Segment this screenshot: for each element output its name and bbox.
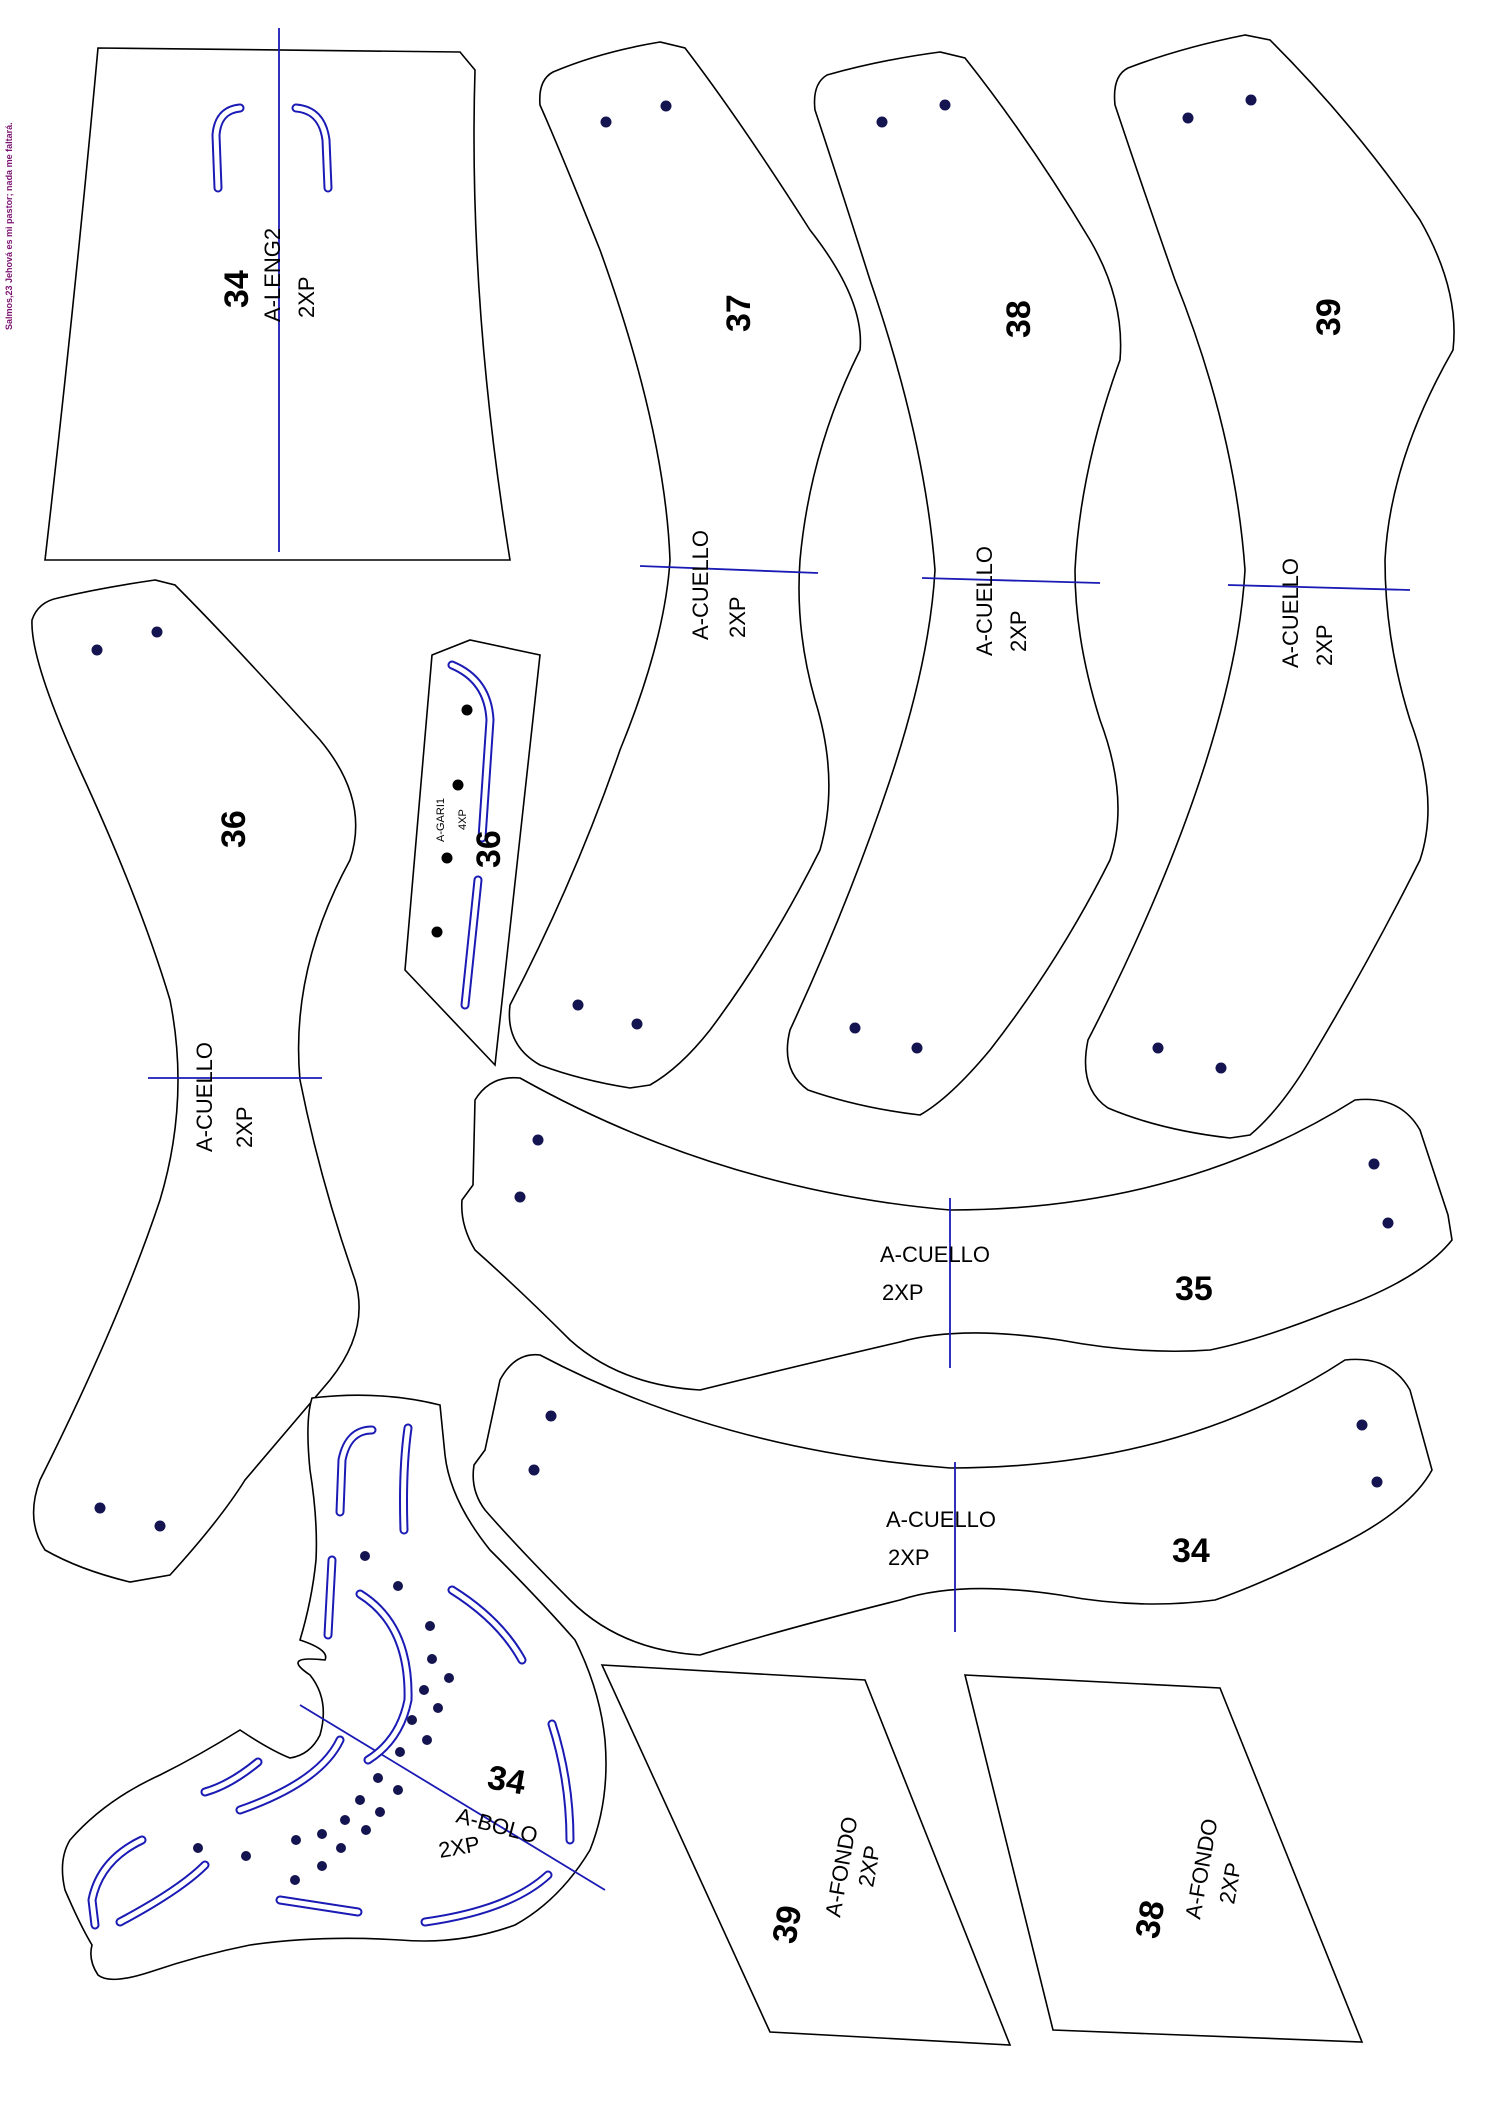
cuello39-size: 39	[1310, 298, 1348, 336]
cuello35-size: 35	[1175, 1270, 1213, 1308]
cuello38-size: 38	[1000, 300, 1038, 338]
cuello36-name: A-CUELLO	[192, 1042, 217, 1152]
gari-size: 36	[470, 830, 508, 868]
bolo-size: 34	[485, 1758, 529, 1802]
cuello38-qty: 2XP	[1006, 610, 1031, 652]
cuello34-name: A-CUELLO	[886, 1507, 996, 1532]
cuello34-qty: 2XP	[888, 1545, 930, 1570]
cuello34-size: 34	[1172, 1532, 1210, 1570]
piece-bolo-34: 34 A-BOLO 2XP	[61, 1394, 607, 1981]
cuello36-size: 36	[215, 810, 253, 848]
piece-leng-34: 34 A-LENG2 2XP	[44, 28, 511, 561]
piece-cuello-38: 38 A-CUELLO 2XP	[786, 51, 1122, 1116]
cuello39-name: A-CUELLO	[1278, 558, 1303, 668]
gari-qty: 4XP	[457, 809, 469, 830]
cuello35-qty: 2XP	[882, 1280, 924, 1305]
cuello38-name: A-CUELLO	[972, 546, 997, 656]
leng-qty: 2XP	[294, 276, 319, 318]
piece-fondo-39: 39 A-FONDO 2XP	[600, 1664, 1012, 2046]
cuello39-qty: 2XP	[1312, 624, 1337, 666]
piece-cuello-35: A-CUELLO 2XP 35	[460, 1076, 1453, 1391]
cuello35-name: A-CUELLO	[880, 1242, 990, 1267]
piece-cuello-36: 36 A-CUELLO 2XP	[31, 579, 360, 1583]
gari-name: A-GARI1	[435, 798, 447, 842]
leng-size: 34	[218, 270, 256, 308]
cuello37-qty: 2XP	[725, 596, 750, 638]
cuello36-qty: 2XP	[232, 1106, 257, 1148]
piece-cuello-39: 39 A-CUELLO 2XP	[1084, 34, 1455, 1139]
cuello37-name: A-CUELLO	[688, 530, 713, 640]
leng-name: A-LENG2	[260, 228, 285, 322]
fondo39-size: 39	[765, 1903, 809, 1947]
piece-cuello-34: A-CUELLO 2XP 34	[472, 1353, 1433, 1656]
fondo38-size: 38	[1128, 1898, 1172, 1942]
piece-gari-36: A-GARI1 4XP 36	[404, 639, 541, 1067]
header-verse: Salmos,23 Jehová es mi pastor; nada me f…	[4, 122, 14, 330]
piece-cuello-37: 37 A-CUELLO 2XP	[508, 41, 862, 1089]
cuello37-size: 37	[720, 294, 758, 332]
piece-fondo-38: 38 A-FONDO 2XP	[963, 1674, 1364, 2043]
